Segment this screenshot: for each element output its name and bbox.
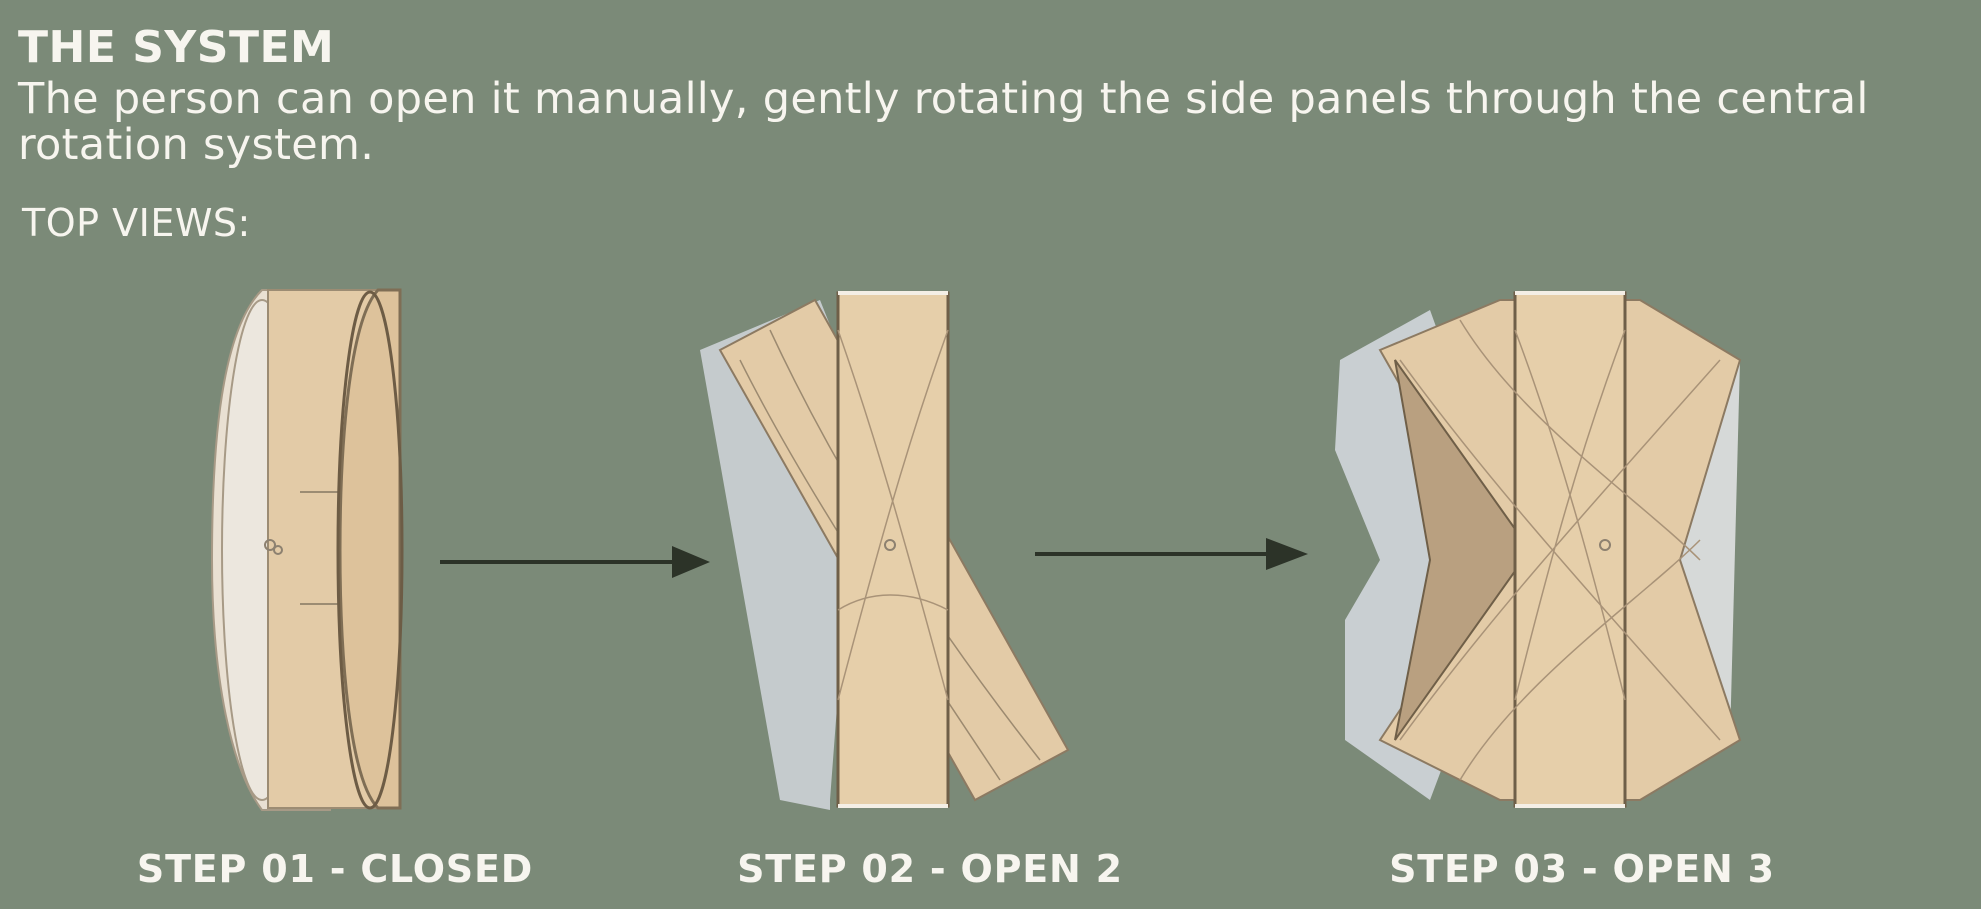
step-03-label: STEP 03 - OPEN 3 [1389, 847, 1775, 891]
section-subtitle: TOP VIEWS: [22, 201, 251, 245]
open3-pivot [1599, 539, 1611, 551]
step-02-label: STEP 02 - OPEN 2 [737, 847, 1123, 891]
step-03-open-illustration [1335, 291, 1742, 808]
page-title: THE SYSTEM [18, 22, 335, 73]
closed-pivot [264, 539, 276, 551]
open3-inner-fold [1394, 359, 1532, 741]
system-description: The person can open it manually, gently … [18, 74, 1869, 170]
step-02-open-illustration [700, 291, 1070, 810]
closed-right-panel [338, 288, 402, 810]
open2-pivot [884, 539, 896, 551]
step-01-label: STEP 01 - CLOSED [136, 847, 534, 891]
step-01-closed-illustration [210, 288, 404, 811]
arrow-step-2-to-3 [1035, 538, 1308, 570]
arrow-step-1-to-2 [440, 546, 710, 578]
